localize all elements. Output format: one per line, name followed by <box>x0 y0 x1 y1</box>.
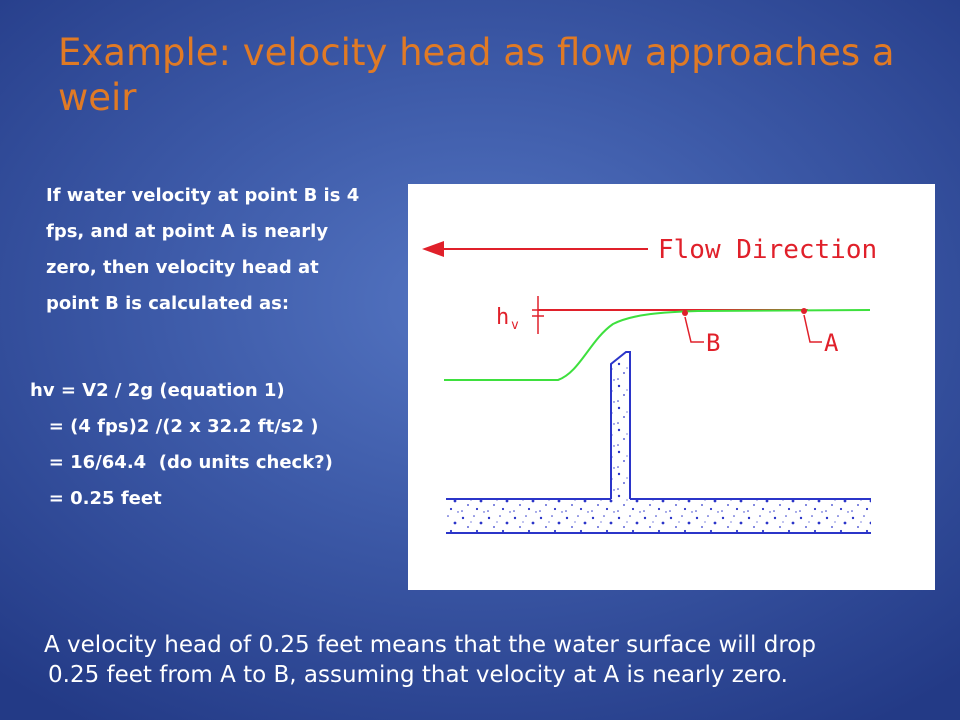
equation-line: = (4 fps)2 /(2 x 32.2 ft/s2 ) <box>30 416 319 437</box>
intro-line: point B is calculated as: <box>46 293 290 314</box>
point-b-marker <box>682 310 688 316</box>
slide-title: Example: velocity head as flow approache… <box>58 31 895 119</box>
intro-line: zero, then velocity head at <box>46 257 319 278</box>
point-b-leader <box>684 316 704 343</box>
equation-line: = 16/64.4 (do units check?) <box>30 452 333 473</box>
intro-text: If water velocity at point B is 4 fps, a… <box>46 178 406 322</box>
weir-diagram-svg: Flow Direction h v B A <box>422 235 877 534</box>
point-a-label: A <box>824 329 839 357</box>
hv-label: h <box>496 305 509 330</box>
flow-direction-arrow <box>422 241 648 257</box>
flow-direction-label: Flow Direction <box>658 235 877 265</box>
point-a-marker <box>801 308 807 314</box>
intro-line: fps, and at point A is nearly <box>46 221 329 242</box>
point-a-leader <box>803 314 822 343</box>
water-surface-line <box>444 309 871 381</box>
weir-wall <box>610 351 631 499</box>
conclusion-text: A velocity head of 0.25 feet means that … <box>44 630 944 690</box>
weir-diagram: Flow Direction h v B A <box>408 184 935 590</box>
intro-line: If water velocity at point B is 4 <box>46 185 360 206</box>
conclusion-line: A velocity head of 0.25 feet means that … <box>44 632 816 658</box>
equation-line: hv = V2 / 2g (equation 1) <box>30 380 285 401</box>
hv-dimension-marker <box>532 296 544 334</box>
equation-block: hv = V2 / 2g (equation 1) = (4 fps)2 /(2… <box>30 373 410 517</box>
conclusion-line: 0.25 feet from A to B, assuming that vel… <box>48 662 788 688</box>
channel-floor-slab <box>446 498 871 534</box>
point-b-label: B <box>706 329 720 357</box>
hv-subscript: v <box>511 318 519 333</box>
equation-line: = 0.25 feet <box>30 488 162 509</box>
